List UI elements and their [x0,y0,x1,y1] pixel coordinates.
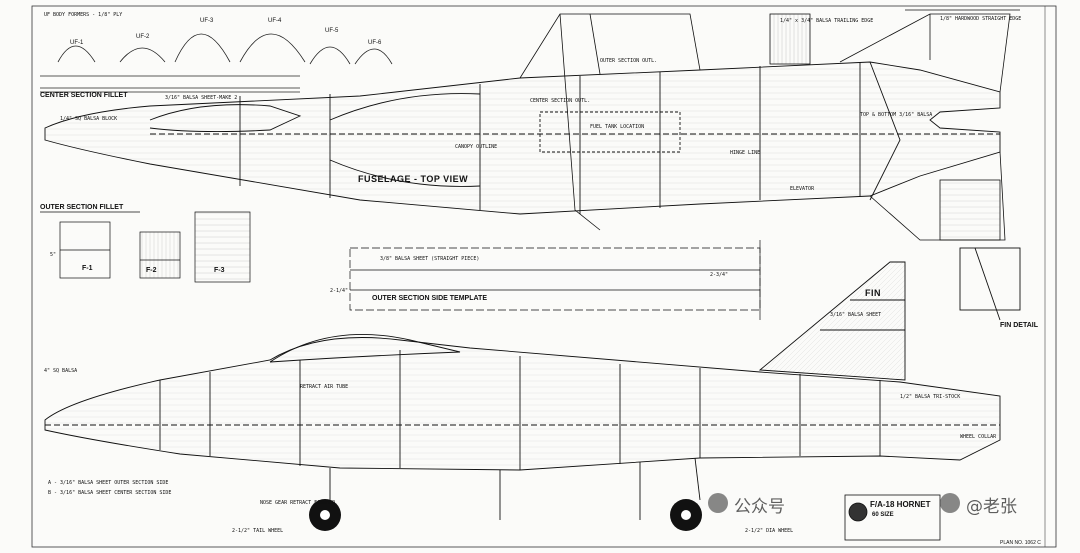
center-fillet-title: CENTER SECTION FILLET [40,92,128,99]
main-wheel-label: 2-1/2" DIA WHEEL [745,528,794,534]
dim-label-2: 2-3/4" [710,272,729,278]
tail-wheel-label: 2-1/2" TAIL WHEEL [232,528,284,534]
center-fillet-note: 3/16" BALSA SHEET-MAKE 2 [165,95,238,101]
fin-block-label: 1/2" BALSA TRI-STOCK [900,394,961,400]
outer-section-outline-label: OUTER SECTION OUTL. [600,58,658,64]
fin-detail-title: FIN DETAIL [1000,322,1038,329]
wheel-collar-label: WHEEL COLLAR [960,434,997,440]
former-uf2: UF-2 [136,34,150,40]
plan-number: PLAN NO. 1062 C [1000,540,1041,546]
outer-fillet [40,211,251,283]
wheels [309,499,702,531]
dim-label-1: 2-1/4" [330,288,349,294]
trailing-edge-label: 1/4" x 3/4" BALSA TRAILING EDGE [780,18,874,24]
legend-2: B - 3/16" BALSA SHEET CENTER SECTION SID… [48,490,172,496]
title-block-frame [844,494,941,541]
center-fillet [40,75,300,93]
watermark-prefix: 公众号 [734,497,785,517]
center-section-outline-label: CENTER SECTION OUTL. [530,98,591,104]
side-template [349,240,761,320]
stab-label: 3/16" BALSA SHEET [830,312,882,318]
dim-label-3: 5" [50,252,57,258]
watermark-handle: @老张 [966,497,1017,517]
wing-upper [519,9,1020,231]
canopy-label: CANOPY OUTLINE [455,144,498,150]
fuselage-top-view [44,61,1001,215]
former-uf5: UF-5 [325,28,339,34]
watermark-logo [708,493,728,513]
former-f2: F-2 [146,267,157,274]
title-block-sub: 60 SIZE [872,512,894,518]
former-uf4: UF-4 [268,18,282,24]
former-f3: F-3 [214,267,225,274]
balsa-block-label: 1/4" SQ BALSA BLOCK [60,116,118,122]
outer-fillet-title: OUTER SECTION FILLET [40,204,124,211]
side-template-title: OUTER SECTION SIDE TEMPLATE [372,295,487,302]
stab-lower [869,151,1006,241]
legend-1: A - 3/16" BALSA SHEET OUTER SECTION SIDE [48,480,169,486]
fin-drawing [758,247,1021,381]
title-block-name: F/A-18 HORNET [870,500,931,509]
fin-title: FIN [865,288,881,298]
hinge-label: HINGE LINE [730,150,761,156]
former-f1: F-1 [82,265,93,272]
fuselage-top-view-title: FUSELAGE - TOP VIEW [358,174,469,184]
straight-edge-label: 1/8" HARDWOOD STRAIGHT EDGE [940,16,1022,22]
fuselage-side-view [44,333,1001,520]
nose-block-label: 4" SQ BALSA [44,368,78,374]
former-arcs [57,33,393,65]
elevator-label: ELEVATOR [790,186,815,192]
fuel-tank-label: FUEL TANK LOCATION [590,124,645,130]
gear-note: NOSE GEAR RETRACT FORWARD [260,500,336,506]
former-uf1: UF-1 [70,40,84,46]
top-bottom-label: TOP & BOTTOM 3/16" BALSA [860,112,933,118]
former-uf6: UF-6 [368,40,382,46]
former-note: UF BODY FORMERS - 1/8" PLY [44,12,123,18]
former-uf3: UF-3 [200,18,214,24]
retract-note: RETRACT AIR TUBE [300,384,349,390]
template-note: 3/8" BALSA SHEET (STRAIGHT PIECE) [380,256,480,262]
